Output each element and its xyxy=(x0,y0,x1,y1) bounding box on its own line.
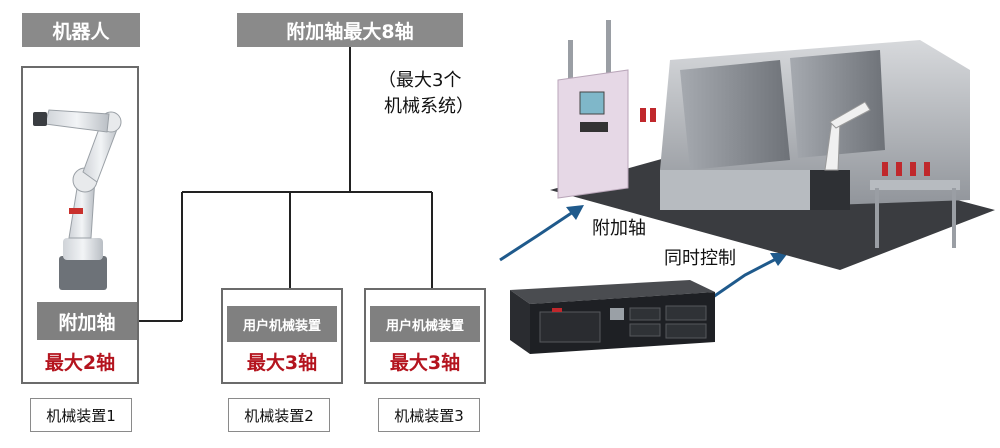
additional-axis-max-header: 附加轴最大8轴 xyxy=(237,13,463,47)
device-label-3: 机械装置3 xyxy=(378,398,480,432)
note-line-2: 机械系统） xyxy=(384,96,474,117)
simultaneous-control-arrow-label: 同时控制 xyxy=(664,248,736,269)
robot-device-label: 机械装置1 xyxy=(30,398,132,432)
arrow-head-additional-axis xyxy=(566,205,584,220)
arrow-to-additional-axis xyxy=(499,210,574,262)
controller-unit-image xyxy=(510,280,715,354)
arrow-head-simultaneous-control xyxy=(770,253,788,266)
robot-additional-axis-tag: 附加轴 xyxy=(37,302,137,340)
user-device-tag-3: 用户机械装置 xyxy=(370,306,480,342)
user-device-max-axes-2: 最大3轴 xyxy=(246,352,318,374)
machine-cell-image xyxy=(550,20,995,270)
robot-max-axes: 最大2轴 xyxy=(44,352,116,374)
note-line-1: （最大3个 xyxy=(378,70,462,91)
additional-axis-arrow-label: 附加轴 xyxy=(592,218,646,239)
robot-header: 机器人 xyxy=(22,13,140,47)
arrow-to-simultaneous-control xyxy=(712,257,777,299)
device-label-2: 机械装置2 xyxy=(228,398,330,432)
user-device-max-axes-3: 最大3轴 xyxy=(389,352,461,374)
mechanism-system-note: （最大3个 机械系统） xyxy=(378,68,508,120)
user-device-tag-2: 用户机械装置 xyxy=(227,306,337,342)
robot-arm-image xyxy=(33,109,122,290)
